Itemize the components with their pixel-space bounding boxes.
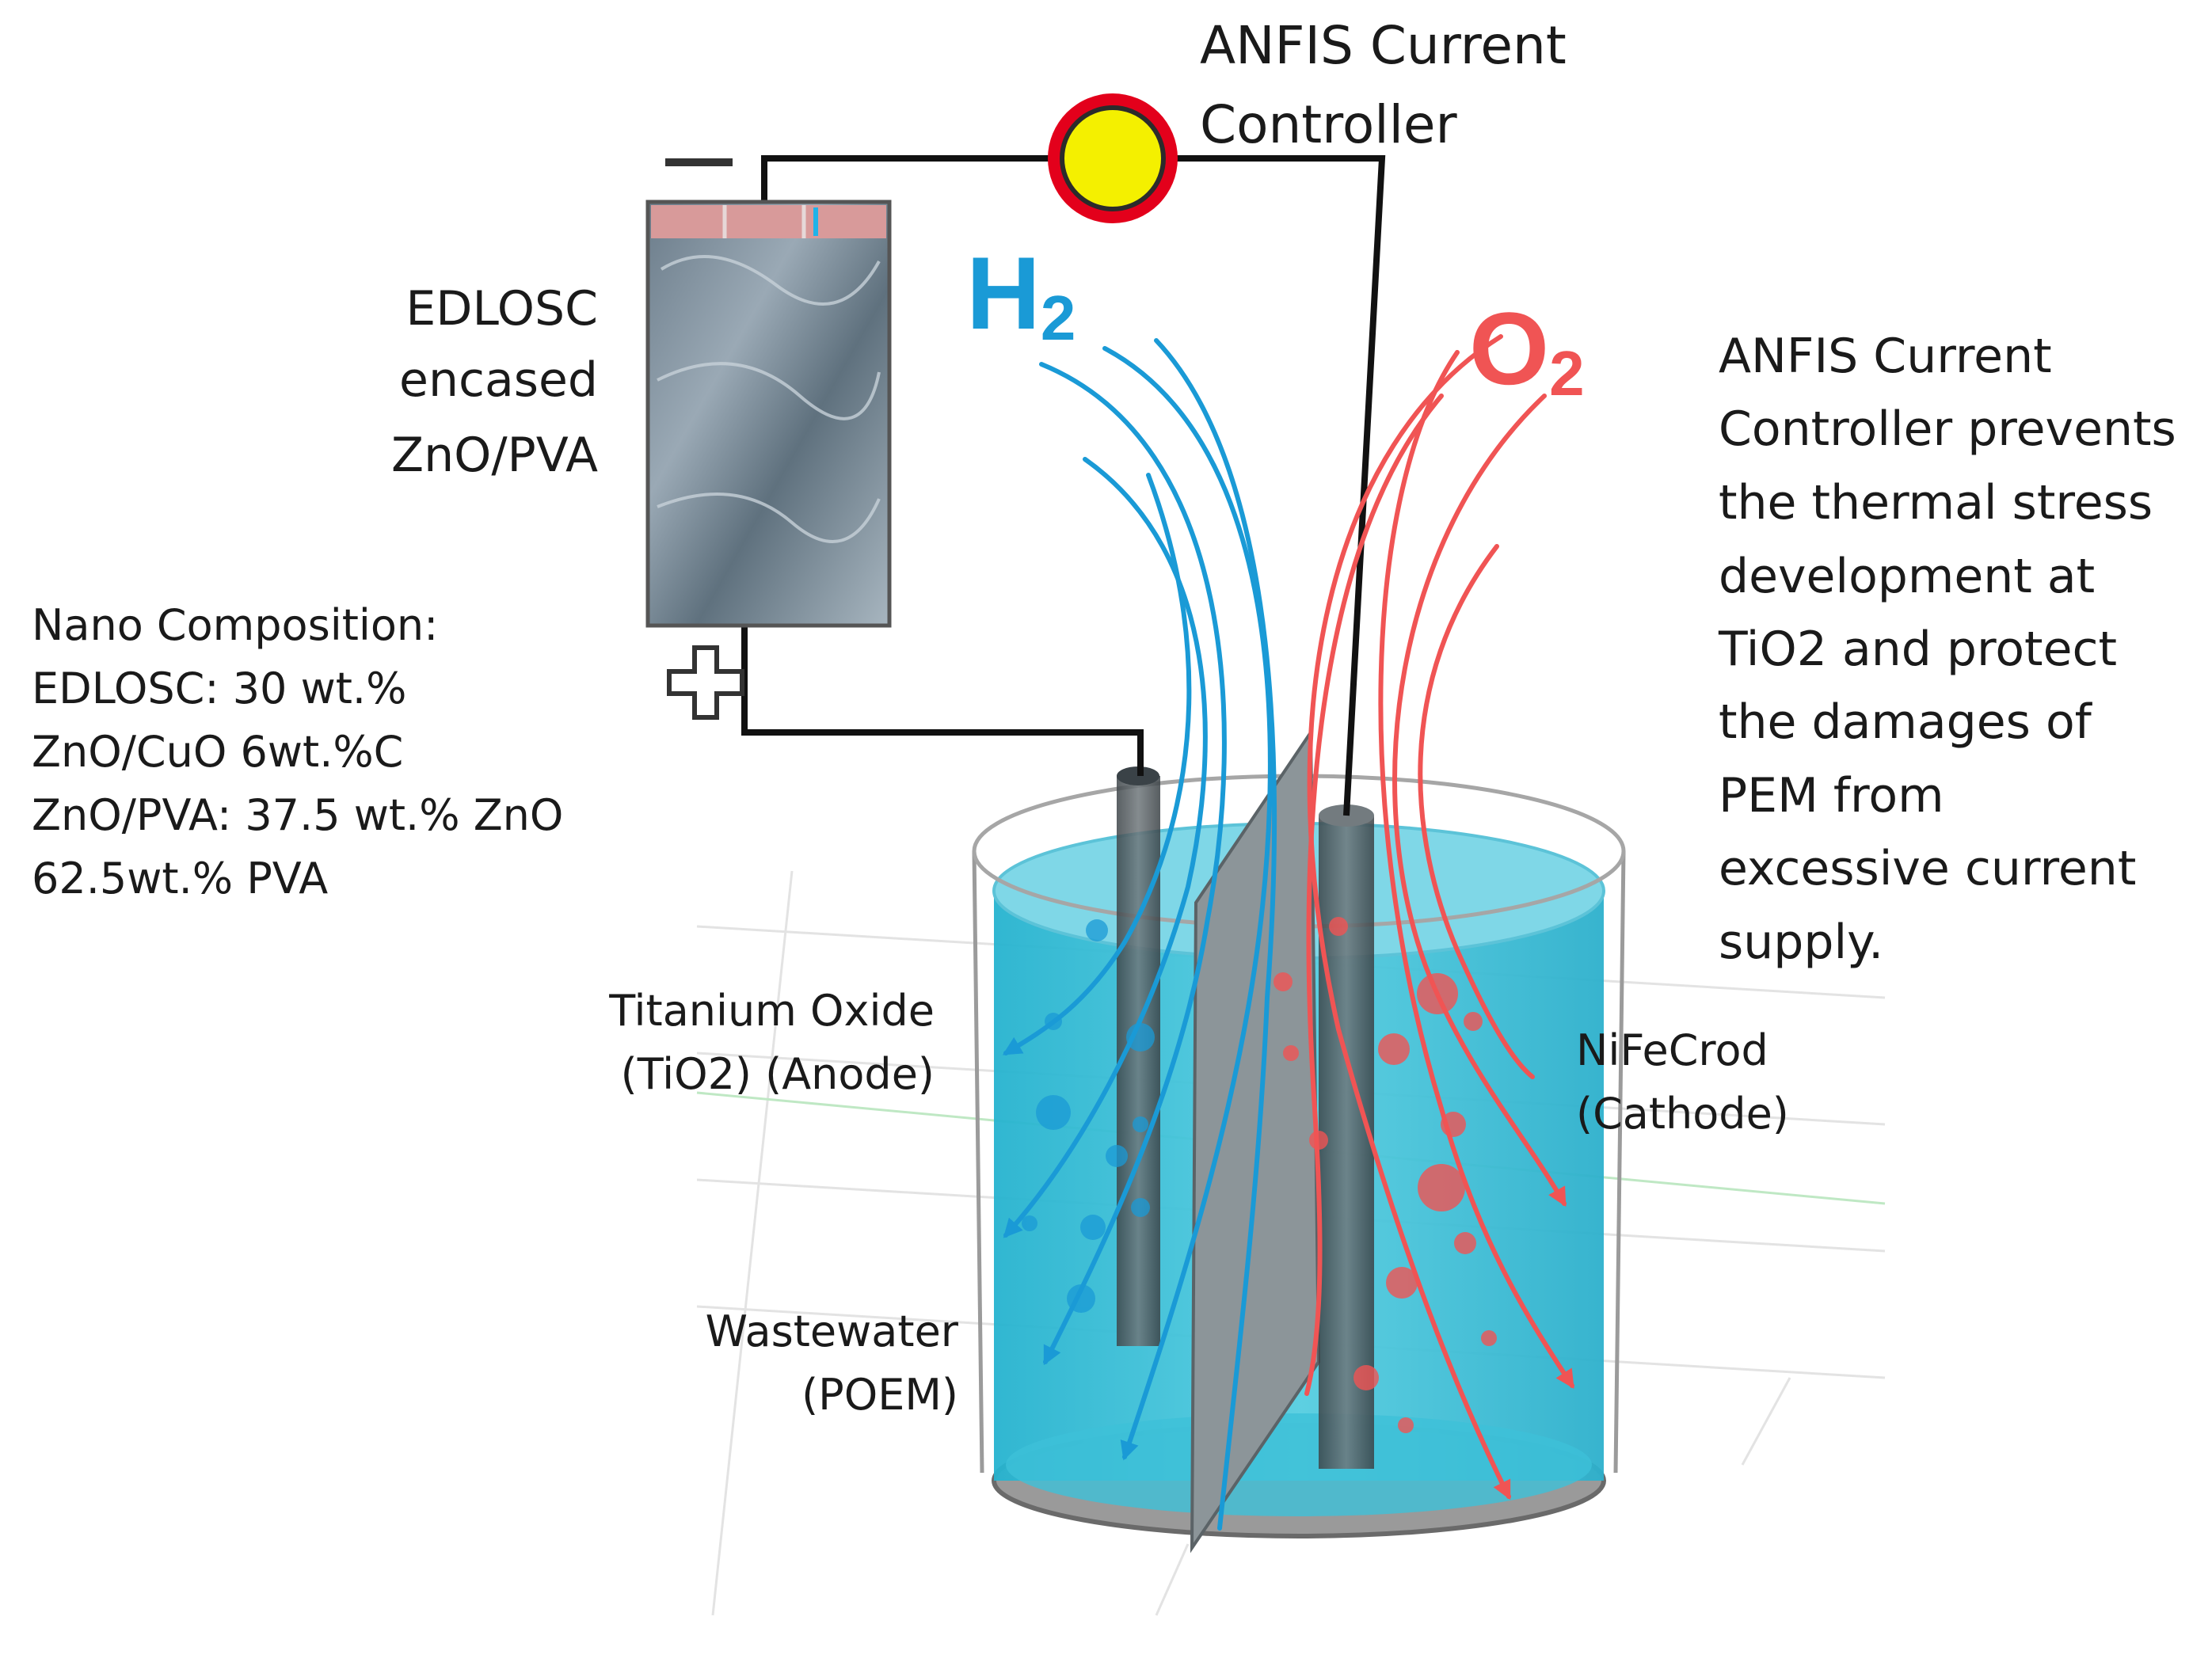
h2-label: H2 [966, 235, 1076, 353]
o2-label: O2 [1469, 291, 1585, 409]
cathode-label: NiFeCrod (Cathode) [1576, 1025, 1789, 1139]
wastewater-label-line: Wastewater [706, 1306, 959, 1356]
plus-sign [667, 645, 744, 720]
edlosc-label-line: encased [399, 352, 598, 408]
nano-composition-line: 62.5wt.% PVA [32, 854, 328, 903]
description-line: Controller prevents [1719, 401, 2176, 457]
description-line: the damages of [1719, 694, 2093, 750]
description-line: TiO2 and protect [1718, 622, 2117, 677]
cathode-label-line: NiFeCrod [1576, 1025, 1768, 1075]
description-line: development at [1719, 549, 2095, 604]
cathode-label-line: (Cathode) [1576, 1089, 1789, 1139]
wire-controller-cathode [1176, 155, 1386, 816]
nano-composition-line: ZnO/CuO 6wt.%C [32, 727, 403, 777]
svg-text:ANFIS Current: ANFIS Current [1200, 15, 1567, 76]
wire-negative [761, 155, 1049, 202]
nano-composition-line: EDLOSC: 30 wt.% [32, 664, 406, 713]
anode-label-line: Titanium Oxide [608, 986, 935, 1036]
edlosc-cell [645, 200, 892, 628]
description-line: excessive current [1719, 841, 2136, 896]
nano-composition-line: Nano Composition: [32, 600, 438, 650]
description-line: PEM from [1719, 768, 1944, 823]
controller-title-line: Controller [1200, 94, 1458, 155]
o2-subscript: 2 [1549, 338, 1585, 409]
controller-core [1060, 105, 1166, 211]
nano-composition-line: ZnO/PVA: 37.5 wt.% ZnO [32, 790, 563, 840]
controller-title: ANFIS Current Controller [1200, 15, 1567, 155]
h2-subscript: 2 [1041, 283, 1076, 353]
svg-text:Controller: Controller [1200, 94, 1458, 155]
controller-title-line: ANFIS Current [1200, 15, 1567, 76]
description-line: ANFIS Current [1719, 329, 2052, 384]
wastewater-label-line: (POEM) [801, 1370, 958, 1420]
edlosc-label-line: EDLOSC [405, 281, 598, 337]
nano-composition: Nano Composition: EDLOSC: 30 wt.% ZnO/Cu… [32, 600, 563, 903]
oxygen-bubbles [1274, 917, 1497, 1433]
description-line: supply. [1719, 915, 1883, 970]
wire-positive-anode [741, 626, 1144, 776]
anode-rod [1117, 766, 1160, 1346]
anode-label-line: (TiO2) (Anode) [621, 1049, 935, 1099]
anfis-controller [1048, 93, 1178, 223]
hydrogen-flow-arrows [1002, 338, 1277, 1531]
edlosc-label: EDLOSC encased ZnO/PVA [391, 281, 598, 483]
controller-description: ANFIS Current Controller prevents the th… [1718, 329, 2176, 970]
wastewater-label: Wastewater (POEM) [706, 1306, 959, 1420]
description-line: the thermal stress [1719, 475, 2153, 531]
anode-label: Titanium Oxide (TiO2) (Anode) [608, 986, 935, 1099]
oxygen-flow-arrows [1304, 334, 1574, 1500]
edlosc-label-line: ZnO/PVA [391, 428, 598, 483]
